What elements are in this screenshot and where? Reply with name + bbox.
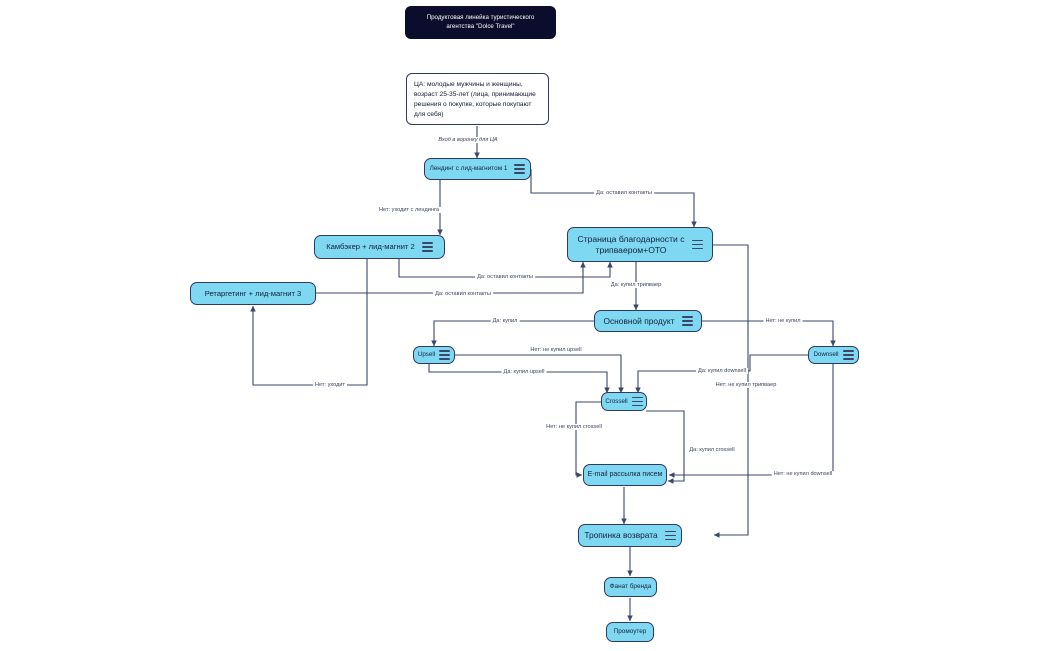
node-return-path-label: Тропинка возврата — [584, 530, 658, 541]
menu-icon[interactable] — [681, 316, 693, 326]
node-main-product-label: Основной продукт — [603, 315, 675, 326]
node-upsell[interactable]: Upsell — [413, 346, 455, 364]
edge-label-thanks-no: Нет: не купил трипваер — [713, 382, 779, 388]
edge-label-thanks-yes: Да: купил трипваер — [608, 282, 664, 288]
node-main-product[interactable]: Основной продукт — [594, 310, 702, 332]
node-retarget[interactable]: Ретаргетинг + лид-магнит 3 — [190, 282, 316, 305]
node-upsell-label: Upsell — [417, 351, 436, 359]
node-crossell-label: Crossell — [605, 397, 628, 405]
node-landing[interactable]: Лендинг с лид-магнитом 1 — [424, 158, 531, 180]
node-email[interactable]: E-mail рассылка писем — [583, 464, 667, 486]
edge-label-upsell-yes: Да: купил upsell — [501, 369, 547, 375]
node-crossell[interactable]: Crossell — [601, 392, 647, 411]
edge-label-downsell-yes: Да: купил downsell — [695, 368, 749, 374]
edge-label-main-yes: Да: купил — [490, 318, 520, 324]
node-thanks[interactable]: Страница благодарности с трипваером+ОТО — [567, 227, 713, 262]
node-comeback[interactable]: Камбэкер + лид-магнит 2 — [314, 235, 445, 259]
menu-icon[interactable] — [439, 350, 451, 360]
node-brand-fan-label: Фанат бренда — [609, 583, 652, 591]
node-retarget-label: Ретаргетинг + лид-магнит 3 — [204, 288, 302, 298]
node-email-label: E-mail рассылка писем — [587, 470, 663, 478]
edge-label-entry: Вход в воронку для ЦА — [436, 137, 500, 143]
node-return-path[interactable]: Тропинка возврата — [578, 524, 682, 547]
node-brand-fan[interactable]: Фанат бренда — [604, 577, 657, 597]
edge-label-crossell-no: Нет: не купил crossell — [544, 424, 604, 430]
menu-icon[interactable] — [514, 164, 526, 174]
node-comeback-label: Камбэкер + лид-магнит 2 — [326, 242, 415, 252]
edge-label-leaves: Нет: уходит — [312, 382, 348, 388]
node-promoter-label: Промоутер — [613, 628, 647, 636]
edge-label-retarget-yes: Да: оставил контакты — [433, 291, 493, 297]
diagram-title-banner: Продуктовая линейка туристического агент… — [405, 6, 556, 39]
edge-label-landing-no: Нет: уходит с лендинга — [377, 207, 441, 213]
node-downsell[interactable]: Downsell — [808, 346, 859, 364]
edge-label-main-no: Нет: не купил — [763, 318, 803, 324]
edge-label-comeback-yes: Да: оставил контакты — [475, 274, 535, 280]
edge-label-landing-yes: Да: оставил контакты — [594, 190, 654, 196]
node-promoter[interactable]: Промоутер — [606, 622, 654, 642]
edge-label-downsell-no: Нет: не купил downsell — [771, 471, 835, 477]
node-landing-label: Лендинг с лид-магнитом 1 — [429, 165, 508, 173]
menu-icon[interactable] — [842, 350, 854, 360]
node-thanks-label: Страница благодарности с трипваером+ОТО — [577, 234, 685, 255]
node-downsell-label: Downsell — [813, 351, 839, 359]
menu-icon[interactable] — [691, 239, 703, 250]
edge-label-upsell-no: Нет: не купил upsell — [528, 347, 584, 353]
menu-icon[interactable] — [631, 396, 643, 407]
edge-label-crossell-yes: Да: купил crossell — [687, 447, 737, 453]
audience-card: ЦА: молодые мужчины и женщины, возраст 2… — [406, 73, 549, 125]
menu-icon[interactable] — [421, 242, 433, 252]
menu-icon[interactable] — [664, 530, 676, 541]
